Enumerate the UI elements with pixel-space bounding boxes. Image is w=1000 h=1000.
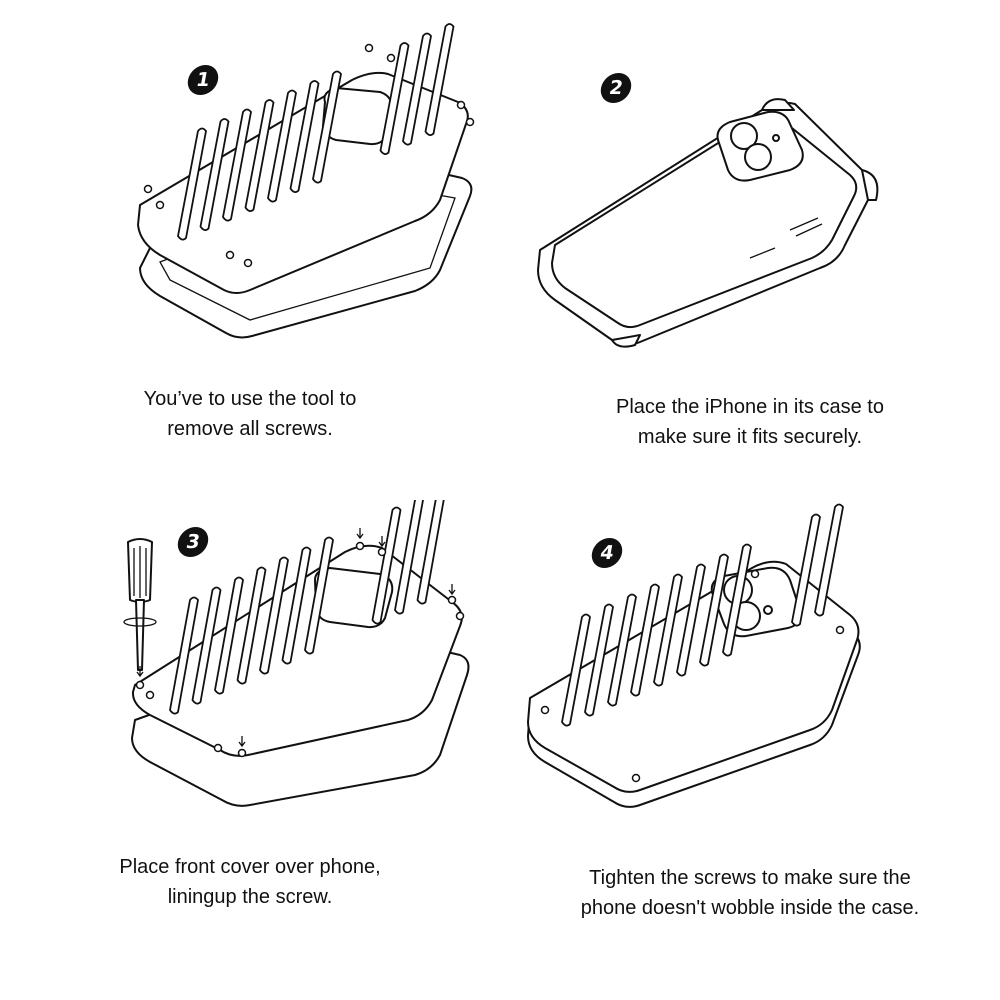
vent-slot [814, 503, 844, 617]
vent-slot [222, 108, 252, 222]
phone-in-case-illustration [537, 98, 879, 348]
vent-slot [244, 99, 275, 212]
case-disassembly-illustration [137, 23, 475, 339]
step-3-panel: 3 Place front cover over phone, liningup… [0, 500, 500, 1000]
vent-slot [312, 70, 342, 184]
vent-slot [676, 563, 706, 677]
vent-slot [394, 500, 424, 615]
vent-slot [653, 573, 683, 687]
step-2-panel: 2 Place the iPhone in its case to make s… [500, 0, 1000, 500]
step-1-caption-line-2: remove all screws. [167, 418, 333, 440]
assembled-case-illustration [527, 503, 861, 808]
vent-slot [699, 553, 729, 667]
vent-slot [169, 596, 199, 715]
vent-slot [267, 89, 297, 203]
step-4-caption-line-1: Tighten the screws to make sure the [589, 867, 911, 889]
vent-slot [561, 613, 591, 727]
step-3-caption-line-1: Place front cover over phone, [119, 856, 381, 878]
vent-slot [607, 593, 637, 707]
step-1-panel: 1 You’ve to use the tool to remove all s… [0, 0, 500, 500]
vent-slot [177, 127, 207, 241]
vent-slot [214, 576, 244, 695]
step-2-caption-line-2: make sure it fits securely. [637, 426, 863, 448]
vent-slot [791, 513, 821, 627]
vent-slot [289, 80, 320, 193]
vent-slot [304, 536, 334, 655]
step-3-caption: Place front cover over phone, liningup t… [40, 852, 460, 912]
vent-slot [191, 586, 222, 705]
step-2-caption: Place the iPhone in its case to make sur… [540, 392, 960, 452]
step-2-caption-line-1: Place the iPhone in its case to [616, 396, 884, 418]
step-3-caption-line-2: liningup the screw. [167, 886, 333, 908]
step-1-caption-line-1: You’ve to use the tool to [143, 388, 357, 410]
vent-slot [402, 32, 432, 146]
step-4-caption: Tighten the screws to make sure the phon… [540, 863, 960, 923]
vent-slot [630, 583, 660, 697]
vent-slot [584, 603, 614, 717]
vent-slot [199, 118, 230, 231]
vent-slot [379, 42, 410, 155]
screwdriver-cover-illustration [123, 500, 470, 807]
vent-slot [236, 566, 267, 685]
vent-slot [722, 543, 752, 657]
step-4-panel: 4 Tighten the screws to make sure the ph… [500, 500, 1000, 1000]
vent-slot [416, 500, 445, 605]
vent-slot [259, 556, 289, 675]
vent-slot [424, 23, 455, 136]
vent-slot [371, 506, 402, 625]
step-1-caption: You’ve to use the tool to remove all scr… [40, 384, 460, 444]
vent-slot [281, 546, 312, 665]
step-4-caption-line-2: phone doesn't wobble inside the case. [580, 897, 920, 919]
